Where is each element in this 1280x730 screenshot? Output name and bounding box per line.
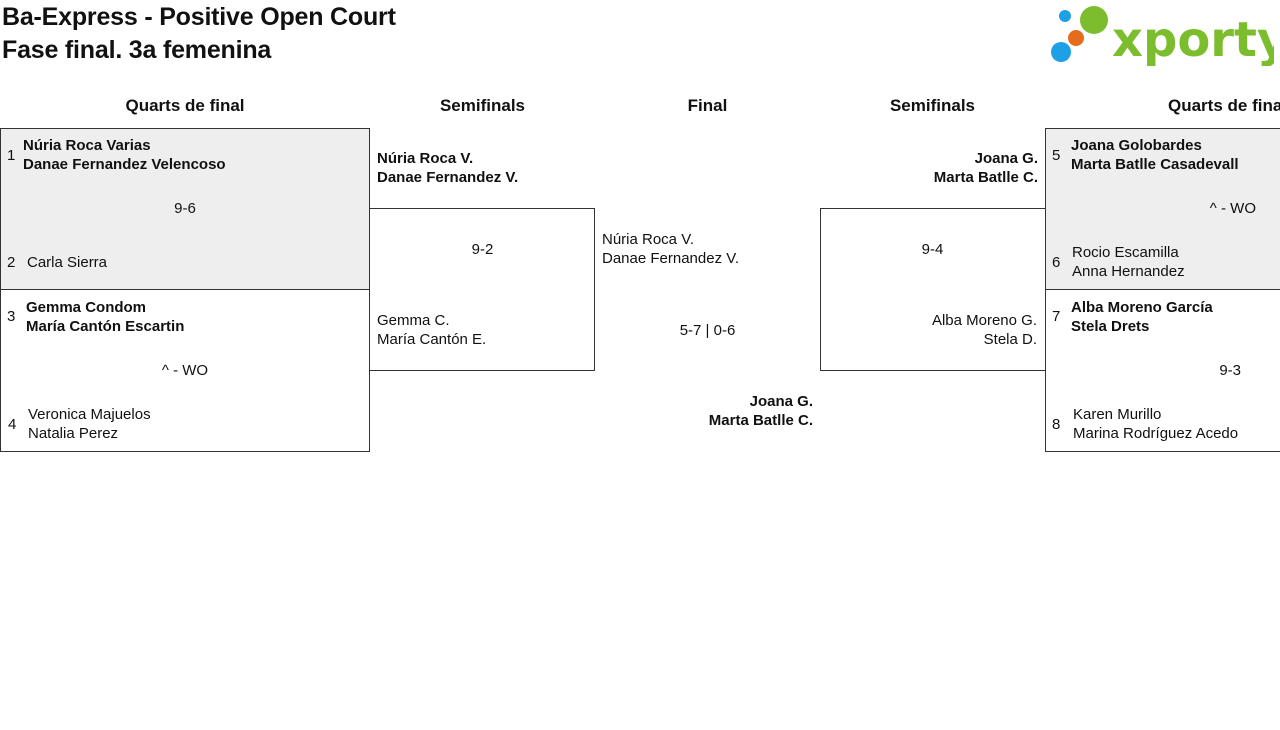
team-player: Veronica Majuelos (28, 406, 151, 423)
team-player: Danae Fernandez Velencoso (23, 156, 226, 173)
team-player: María Cantón E. (377, 331, 487, 348)
sf-match-left[interactable] (369, 208, 595, 371)
xporty-logo-mark: xporty (1051, 6, 1280, 68)
team-player: Anna Hernandez (1072, 263, 1185, 280)
page-title: Ba-Express - Positive Open Court (2, 3, 396, 31)
team-player: Marta Batlle C. (933, 169, 1038, 186)
team-player: Marta Batlle Casadevall (1071, 156, 1239, 173)
team-player: Carla Sierra (27, 254, 108, 271)
team-player: Karen Murillo (1073, 406, 1162, 423)
logo-text: xporty (1112, 12, 1274, 66)
seed-number: 2 (7, 254, 16, 271)
seed-number: 7 (1052, 308, 1061, 325)
col-header-sf-right: Semifinals (889, 96, 976, 115)
team-player: Gemma Condom (26, 299, 147, 316)
seed-number: 6 (1052, 254, 1061, 271)
qf-match-4[interactable] (1045, 289, 1280, 452)
logo-dot-green (1080, 6, 1108, 34)
logo-dot-orange (1068, 30, 1084, 46)
team-player: Gemma C. (377, 312, 450, 329)
final-score: 5-7 | 0-6 (679, 322, 736, 339)
team-player: Alba Moreno García (1071, 299, 1213, 316)
seed-number: 8 (1052, 416, 1061, 433)
seed-number: 3 (7, 308, 16, 325)
match-score: ^ - WO (161, 362, 209, 379)
team-player: Joana G. (974, 150, 1038, 167)
page-subtitle: Fase final. 3a femenina (2, 36, 272, 64)
col-header-qf-left: Quarts de final (125, 96, 245, 115)
match-score: 9-6 (174, 200, 196, 217)
team-player: Núria Roca V. (602, 231, 694, 248)
match-score: 9-3 (1219, 362, 1241, 379)
col-header-sf-left: Semifinals (439, 96, 526, 115)
team-player: Danae Fernandez V. (377, 169, 519, 186)
champion-player: Joana G. (749, 393, 813, 410)
team-player: Natalia Perez (28, 425, 119, 442)
match-score: 9-4 (921, 241, 944, 258)
team-player: Stela D. (983, 331, 1037, 348)
logo-dot-blue-small (1059, 10, 1071, 22)
team-player: Núria Roca Varias (23, 137, 151, 154)
seed-number: 1 (7, 147, 16, 164)
col-header-qf-right: Quarts de fina (1168, 96, 1280, 115)
team-player: Danae Fernandez V. (602, 250, 740, 267)
team-player: Alba Moreno G. (931, 312, 1037, 329)
team-player: Núria Roca V. (377, 150, 474, 167)
logo-dot-blue-large (1051, 42, 1071, 62)
qf-match-3[interactable] (1045, 128, 1280, 290)
match-score: ^ - WO (1209, 200, 1256, 217)
team-player: Rocio Escamilla (1072, 244, 1179, 261)
match-score: 9-2 (471, 241, 494, 258)
xporty-logo[interactable]: xporty (1050, 4, 1280, 68)
qf-match-1[interactable] (0, 128, 370, 290)
team-player: Joana Golobardes (1071, 137, 1202, 154)
team-player: Marina Rodríguez Acedo (1073, 425, 1239, 442)
team-player: María Cantón Escartin (26, 318, 185, 335)
seed-number: 5 (1052, 147, 1061, 164)
col-header-final: Final (687, 96, 728, 115)
team-player: Stela Drets (1071, 318, 1150, 335)
champion-player: Marta Batlle C. (708, 412, 813, 429)
seed-number: 4 (8, 416, 17, 433)
